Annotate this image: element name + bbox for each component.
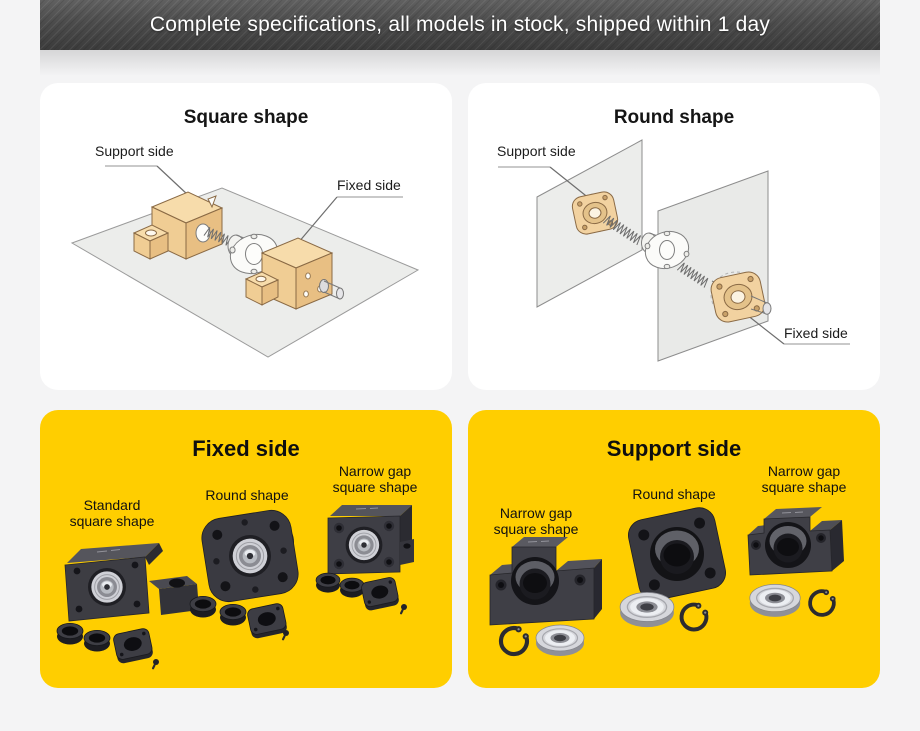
product-standard-square bbox=[64, 543, 199, 622]
ball-bearing bbox=[535, 624, 585, 657]
collar-ring bbox=[189, 595, 217, 618]
product-label-standard-square: Standard square shape bbox=[69, 497, 155, 529]
engraving bbox=[781, 511, 804, 514]
square-shape-diagram bbox=[70, 165, 420, 358]
fixed-side-products bbox=[56, 505, 414, 670]
engraving bbox=[96, 549, 121, 553]
support-unit-illustration bbox=[132, 191, 224, 260]
screw-thread bbox=[602, 215, 642, 246]
card-fixed-side: Fixed side bbox=[40, 410, 452, 688]
card-square-shape: Square shape bbox=[40, 83, 452, 390]
engraving bbox=[527, 540, 550, 543]
collar-ring bbox=[315, 572, 341, 594]
card-support-title: Support side bbox=[606, 436, 742, 461]
label-support-side: Support side bbox=[95, 143, 174, 159]
product-label-round: Round shape bbox=[205, 487, 289, 503]
card-round-title: Round shape bbox=[613, 107, 735, 128]
shaft-stub-illustration bbox=[319, 279, 344, 300]
support-side-products bbox=[489, 507, 844, 657]
label-fixed-side: Fixed side bbox=[337, 177, 401, 193]
ball-bearing bbox=[619, 591, 675, 628]
snap-ring bbox=[808, 587, 838, 617]
set-screw bbox=[151, 659, 159, 670]
engraving bbox=[355, 507, 379, 510]
label-fixed-side: Fixed side bbox=[784, 325, 848, 341]
collar-ring bbox=[56, 622, 84, 645]
set-screw bbox=[399, 604, 407, 615]
lock-nut-ring bbox=[339, 577, 365, 599]
product-round-fixed bbox=[201, 509, 299, 603]
header-banner: Complete specifications, all models in s… bbox=[40, 0, 880, 50]
shaft-stub-illustration bbox=[750, 295, 772, 315]
fixed-unit-illustration bbox=[244, 237, 334, 310]
card-fixed-title: Fixed side bbox=[192, 436, 300, 461]
product-label-narrow-gap: Narrow gap square shape bbox=[761, 463, 847, 495]
screw-thread bbox=[203, 226, 233, 248]
banner-headline: Complete specifications, all models in s… bbox=[149, 13, 771, 36]
product-narrow-gap-support bbox=[747, 507, 844, 576]
banner-reflection bbox=[40, 50, 880, 76]
product-narrow-gap-support bbox=[489, 537, 602, 626]
lock-nut-ring bbox=[83, 629, 111, 652]
mount-plate bbox=[245, 602, 289, 640]
product-label-narrow-gap: Narrow gap square shape bbox=[332, 463, 418, 495]
snap-ring bbox=[501, 626, 529, 654]
product-narrow-gap-fixed bbox=[327, 505, 414, 575]
product-label-round: Round shape bbox=[632, 486, 716, 502]
product-label-narrow-gap: Narrow gap square shape bbox=[493, 505, 579, 537]
label-support-side: Support side bbox=[497, 143, 576, 159]
mount-plate bbox=[111, 627, 155, 665]
snap-ring bbox=[679, 600, 711, 632]
card-support-side: Support side bbox=[468, 410, 880, 688]
screw-thread bbox=[676, 262, 709, 288]
card-square-title: Square shape bbox=[183, 107, 309, 128]
card-round-shape: Round shape bbox=[468, 83, 880, 390]
flange-nut-illustration bbox=[641, 230, 690, 270]
lock-nut-ring bbox=[219, 603, 247, 626]
product-round-support bbox=[628, 507, 726, 601]
mount-plate bbox=[360, 575, 401, 612]
ball-bearing bbox=[749, 583, 801, 618]
round-shape-diagram bbox=[498, 139, 850, 362]
leader-lines bbox=[105, 165, 403, 244]
